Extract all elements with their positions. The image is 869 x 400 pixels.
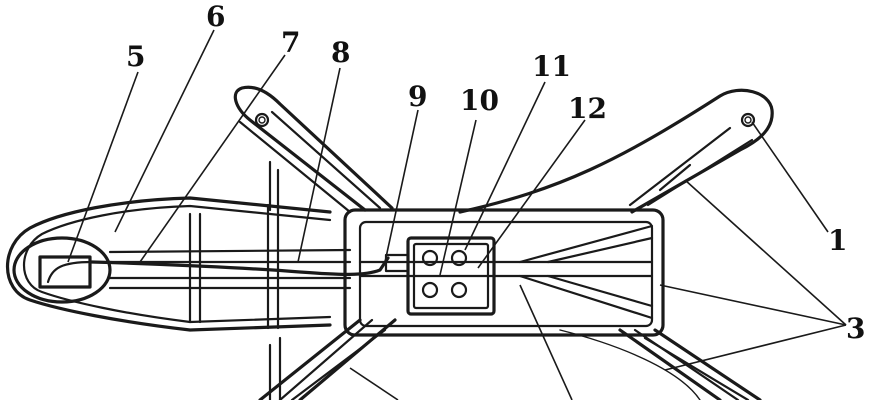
arm-upper-right: [458, 88, 774, 214]
leader-7: [139, 54, 286, 263]
label-5: 5: [126, 40, 145, 73]
leader-8: [297, 67, 341, 263]
label-8: 8: [331, 36, 350, 69]
label-7: 7: [281, 26, 300, 59]
leader-bottom-b: [519, 284, 573, 400]
label-1: 1: [828, 224, 847, 257]
controller-box: [384, 236, 496, 316]
leader-6: [114, 29, 215, 233]
label-6: 6: [206, 0, 225, 33]
leader-3c: [664, 324, 847, 371]
sensor-wire: [90, 256, 390, 276]
arm-upper-left: [233, 85, 394, 214]
leader-3a: [684, 179, 847, 326]
nose-sensor: [12, 236, 112, 304]
label-12: 12: [568, 92, 607, 125]
tail-boom: [6, 196, 352, 332]
leader-1: [751, 121, 829, 233]
leader-9: [384, 109, 419, 263]
leader-lines: [67, 29, 847, 400]
leader-bottom-a: [349, 367, 399, 400]
label-10: 10: [460, 84, 499, 117]
leader-10: [439, 119, 477, 276]
label-9: 9: [408, 80, 427, 113]
leader-3b: [659, 284, 847, 326]
arm-lower-right: [559, 328, 762, 400]
leader-11: [464, 81, 546, 251]
leader-12: [477, 119, 586, 269]
label-11: 11: [532, 50, 571, 83]
label-3: 3: [846, 312, 865, 345]
leader-5: [67, 71, 139, 263]
arm-lower-left: [258, 318, 397, 400]
